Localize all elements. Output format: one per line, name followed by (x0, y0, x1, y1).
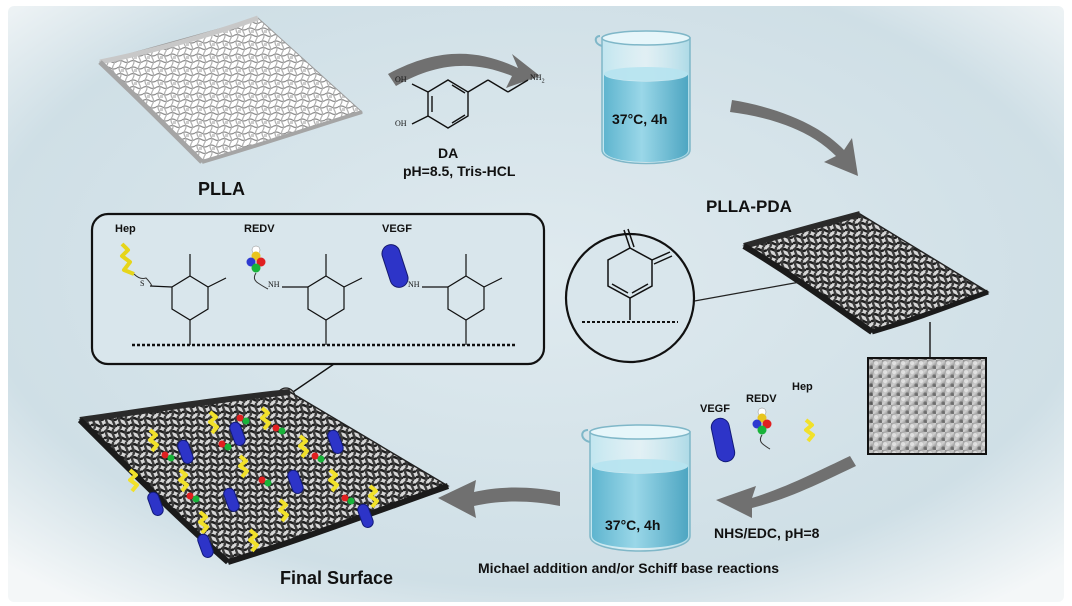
callout-box (90, 212, 546, 366)
callout-redv-label: REDV (244, 223, 275, 235)
plla-scaffold (98, 15, 363, 164)
redv-label: REDV (746, 393, 777, 405)
callout-nh1-label: NH (268, 280, 280, 289)
beaker-1 (594, 30, 691, 165)
arrow-plla-to-beaker (388, 53, 540, 88)
plla-label: PLLA (198, 179, 245, 199)
dopamine-label: DA (438, 145, 459, 161)
beaker2-label: 37°C, 4h (605, 517, 661, 533)
dopamine-amine: NH2 (530, 73, 545, 85)
beaker-2 (581, 424, 691, 552)
callout-hep-label: Hep (115, 223, 136, 235)
callout-pointer (289, 363, 335, 395)
plla-pda-label: PLLA-PDA (706, 197, 792, 216)
sem-image (867, 322, 987, 455)
reaction-type-label: Michael addition and/or Schiff base reac… (478, 560, 780, 576)
final-surface-label: Final Surface (280, 568, 394, 588)
arrow-plla-pda-to-beaker (716, 456, 856, 518)
plla-pda-scaffold (742, 211, 990, 335)
callout-nh2-label: NH (408, 280, 420, 289)
vegf-label: VEGF (700, 403, 730, 415)
callout-s-label: S (140, 279, 145, 288)
arrow-beaker-to-final (438, 480, 560, 518)
biomolecule-group (710, 407, 815, 463)
callout-vegf-label: VEGF (382, 223, 412, 235)
step2-conditions: NHS/EDC, pH=8 (714, 525, 820, 541)
dopamine-oh-bottom: OH (395, 119, 407, 128)
dopamine-oh-top: OH (395, 75, 407, 84)
final-surface-scaffold (77, 389, 450, 565)
step1-conditions: pH=8.5, Tris-HCL (403, 163, 516, 179)
hep-label: Hep (792, 381, 813, 393)
beaker1-label: 37°C, 4h (612, 111, 668, 127)
arrow-beaker-to-plla-pda (730, 100, 858, 176)
dopamine-structure (411, 79, 529, 129)
quinone-zoom (564, 228, 801, 364)
